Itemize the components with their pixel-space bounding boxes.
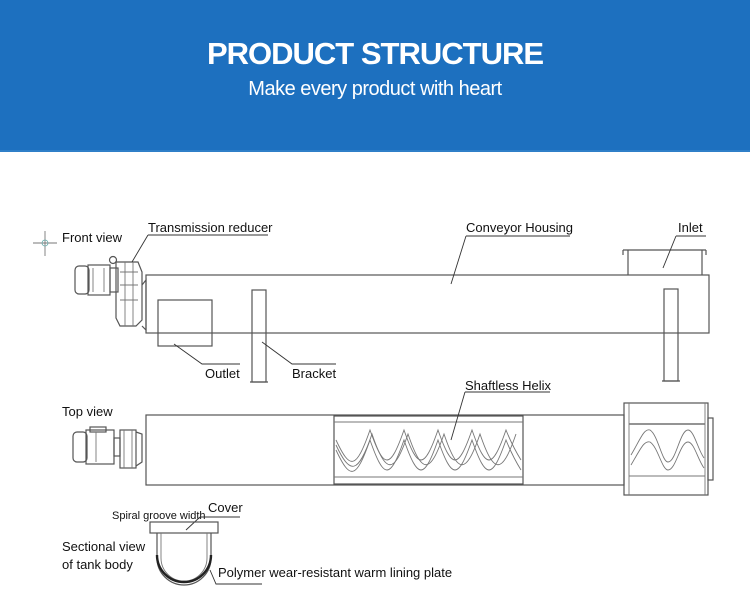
inlet-label: Inlet [678,220,703,235]
page-title: PRODUCT STRUCTURE [206,36,544,71]
tank-section [149,521,219,586]
shaftless-helix-label: Shaftless Helix [465,378,551,393]
front-view-label: Front view [62,230,123,245]
sectional-view-label-2: of tank body [62,557,133,572]
top-view-label: Top view [62,404,113,419]
bracket-left [251,289,267,383]
shaftless-helix [333,415,524,485]
sectional-view-label-1: Sectional view [62,539,146,554]
conveyor-housing-label: Conveyor Housing [466,220,573,235]
inlet [622,249,707,275]
header-banner: PRODUCT STRUCTURE Make every product wit… [0,0,750,152]
inlet-top [623,402,714,496]
crosshair-icon [33,231,57,256]
cover-label: Cover [208,500,243,515]
conveyor-housing [145,274,710,334]
bracket-right [663,288,679,382]
page-subtitle: Make every product with heart [248,78,502,100]
motor-front [74,264,119,296]
motor-top [72,426,143,469]
transmission-reducer-label: Transmission reducer [148,220,273,235]
outlet-label: Outlet [205,366,240,381]
bracket-label: Bracket [292,366,336,381]
spiral-groove-width-label: Spiral groove width [112,510,206,522]
lining-plate-label: Polymer wear-resistant warm lining plate [218,565,452,580]
outlet [157,299,213,347]
housing-top [145,414,625,486]
